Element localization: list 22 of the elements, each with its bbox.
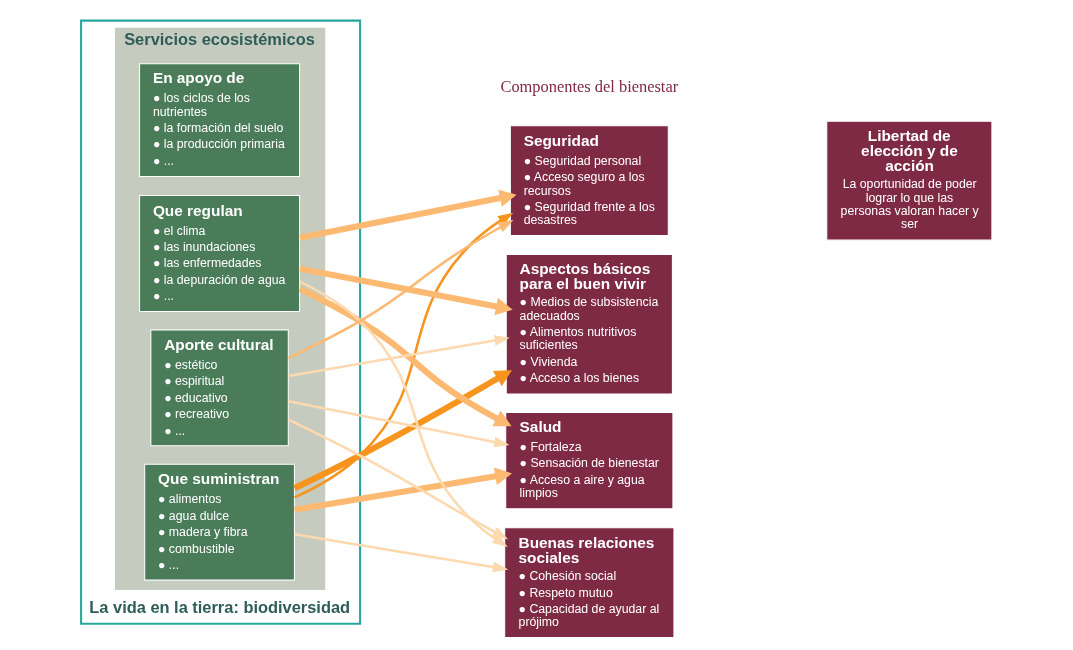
node-box: Buenas relaciones sociales ● Cohesión social ● Respeto mutuo ● Capacidad de ayudar al prójimo xyxy=(504,527,675,639)
node-box: Que suministran ● alimentos ● agua dulce ● madera y fibra ● combustible ● ... xyxy=(144,463,295,581)
arrow xyxy=(299,280,508,547)
label: Componentes del bienestar xyxy=(500,77,679,97)
node-box: Salud ● Fortaleza ● Sensación de bienestar ● Acceso a aire y agua limpios xyxy=(505,411,674,510)
node-box: Libertad de elección y de acción La oportunidad de poder lograr lo que las personas valoran hacer y ser xyxy=(826,120,993,241)
node-box: En apoyo de ● los ciclos de los nutrientes ● la formación del suelo ● la producción primaria ● ... xyxy=(139,63,301,178)
arrow xyxy=(287,219,514,360)
arrow xyxy=(294,467,512,513)
arrow xyxy=(294,212,514,499)
arrow xyxy=(288,335,510,378)
arrow xyxy=(287,418,509,540)
arrow xyxy=(299,189,517,241)
node-box: Aporte cultural ● estético ● espiritual ● educativo ● recreativo ● ... xyxy=(150,329,289,447)
node-box: Que regulan ● el clima ● las inundaciones ● las enfermedades ● la depuración de agua ● ... xyxy=(139,195,301,312)
arrow xyxy=(288,400,510,448)
node-box: Aspectos básicos para el buen vivir ● Medios de subsistencia adecuados ● Alimentos nutritivos suficientes ● Vivienda ● Acceso a los bienes xyxy=(505,253,673,395)
arrow xyxy=(293,370,512,491)
arrow xyxy=(298,285,512,427)
arrow xyxy=(299,265,513,316)
arrow xyxy=(294,533,509,573)
node-box: Seguridad ● Seguridad personal ● Acceso seguro a los recursos ● Seguridad frente a los desastres xyxy=(509,125,669,237)
